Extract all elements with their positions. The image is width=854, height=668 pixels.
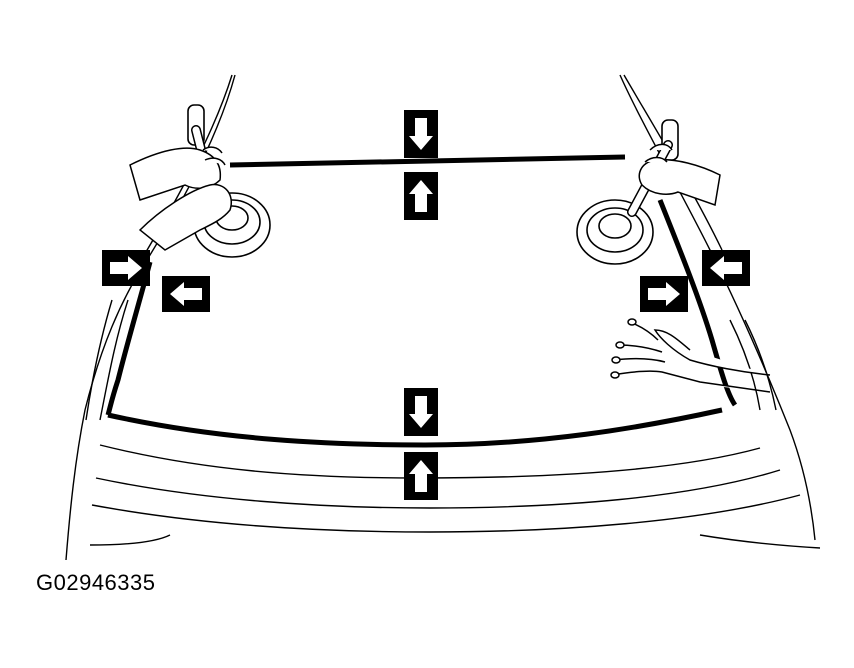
- hand-icon: [610, 318, 771, 393]
- arrow-up-icon: [404, 452, 438, 500]
- arrow-right-icon: [640, 276, 688, 312]
- figure-id-label: G02946335: [36, 570, 156, 595]
- arrow-up-icon: [404, 172, 438, 220]
- suction-cup-icon: [576, 119, 679, 265]
- hand-icon: [129, 146, 232, 251]
- hand-icon: [638, 143, 721, 207]
- arrow-down-icon: [404, 110, 438, 158]
- arrow-left-icon: [162, 276, 210, 312]
- arrow-right-icon: [102, 250, 150, 286]
- arrow-down-icon: [404, 388, 438, 436]
- windshield-glass: [105, 154, 738, 448]
- arrow-left-icon: [702, 250, 750, 286]
